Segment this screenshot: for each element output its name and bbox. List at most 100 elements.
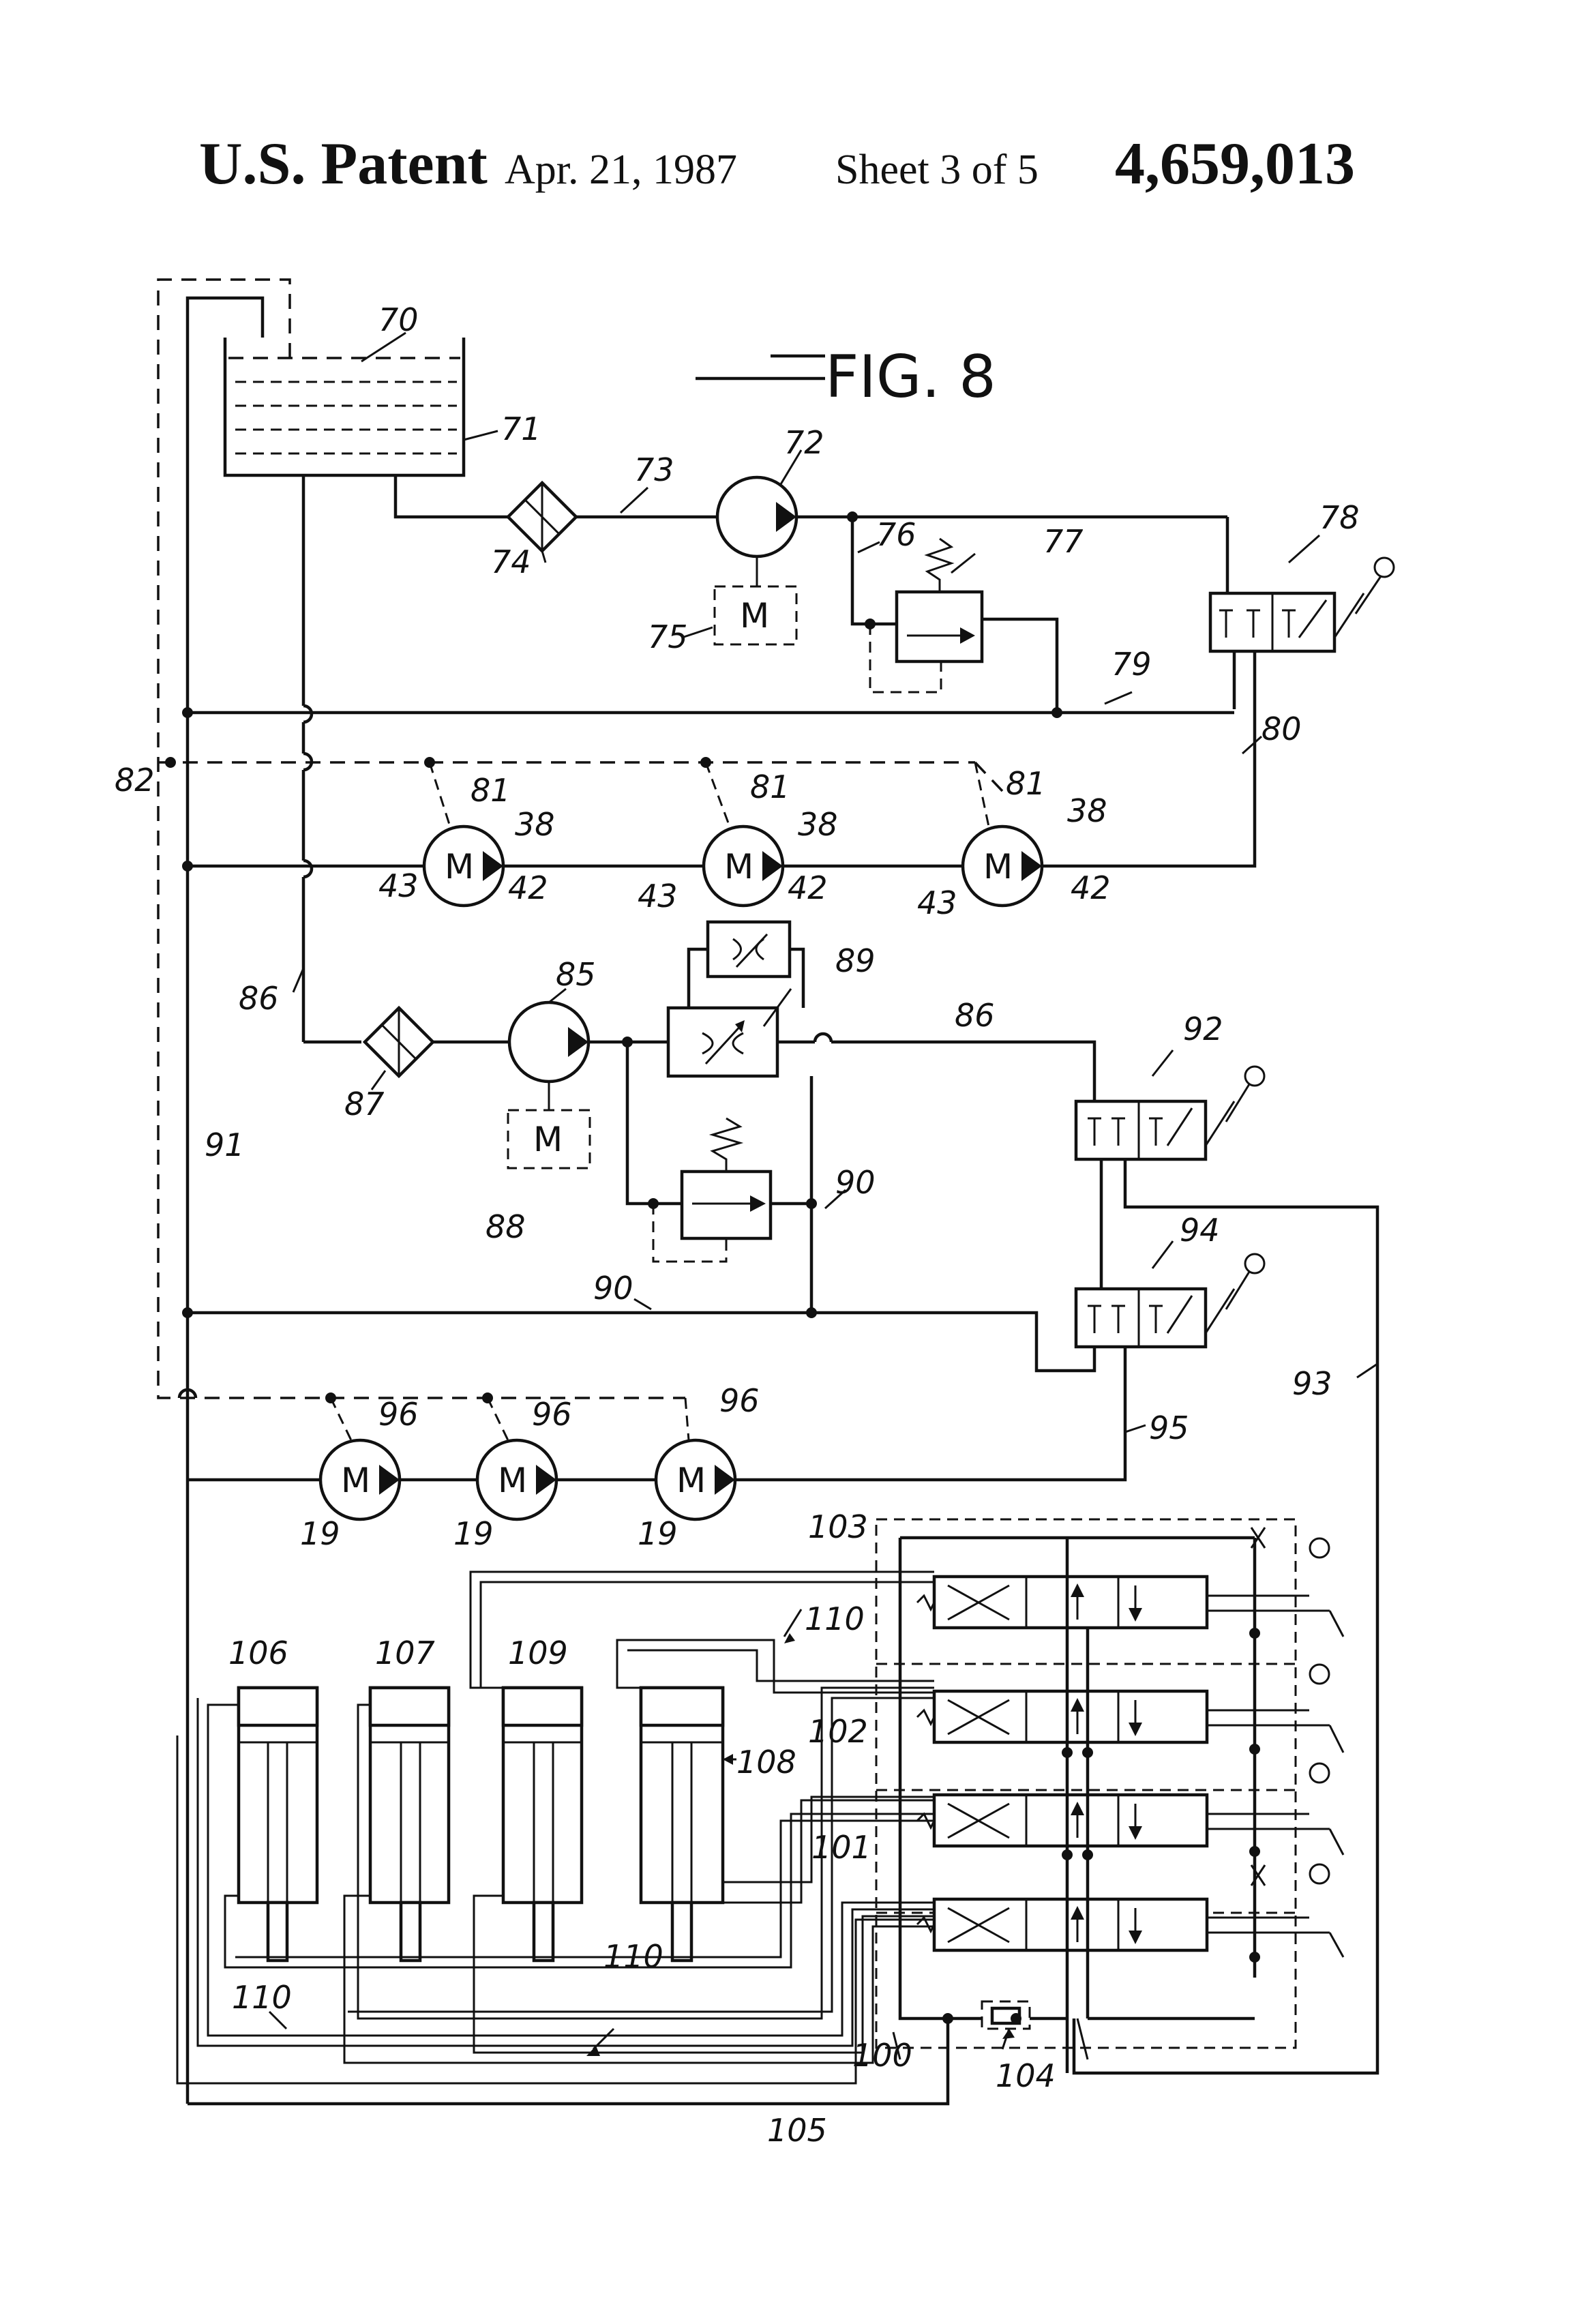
label-86b: 86 bbox=[955, 997, 995, 1034]
pump-85 bbox=[507, 1000, 591, 1084]
hydraulic-motor-19b: M bbox=[475, 1438, 558, 1521]
label-19b: 19 bbox=[453, 1515, 494, 1552]
label-110c: 110 bbox=[232, 1979, 292, 2016]
directional-valve-100 bbox=[916, 1863, 1345, 1958]
patent-number: 4,659,013 bbox=[1115, 131, 1355, 197]
electric-motor-85 bbox=[507, 1109, 591, 1170]
label-96c: 96 bbox=[719, 1382, 760, 1419]
label-104: 104 bbox=[996, 2057, 1056, 2094]
label-71: 71 bbox=[501, 411, 541, 447]
label-19a: 19 bbox=[300, 1515, 340, 1552]
pump-72 bbox=[715, 475, 799, 558]
patent-header-label: U.S. Patent bbox=[199, 131, 488, 197]
directional-valve-103 bbox=[916, 1537, 1345, 1637]
label-90a: 90 bbox=[835, 1164, 876, 1201]
label-88: 88 bbox=[486, 1208, 526, 1245]
relief-valve-77 bbox=[895, 590, 984, 664]
label-81c: 81 bbox=[1006, 765, 1046, 802]
label-108: 108 bbox=[736, 1744, 796, 1781]
label-43a: 43 bbox=[378, 867, 419, 904]
figure-title: FIG. 8 bbox=[696, 343, 996, 411]
relief-valve-88 bbox=[680, 1170, 773, 1240]
cylinder-108 bbox=[639, 1686, 725, 1963]
label-76: 76 bbox=[876, 516, 916, 553]
motor-38c-symbol: M bbox=[983, 847, 1013, 887]
label-43b: 43 bbox=[638, 878, 678, 914]
hydraulic-motor-19c: M bbox=[654, 1438, 737, 1521]
label-102: 102 bbox=[808, 1713, 868, 1750]
flow-control-89 bbox=[666, 920, 805, 1078]
label-110b: 110 bbox=[603, 1938, 663, 1975]
label-42b: 42 bbox=[788, 869, 828, 906]
label-94: 94 bbox=[1180, 1212, 1220, 1249]
label-82: 82 bbox=[115, 762, 155, 799]
label-80: 80 bbox=[1262, 711, 1302, 747]
label-74: 74 bbox=[491, 543, 531, 580]
label-103: 103 bbox=[808, 1508, 868, 1545]
label-81b: 81 bbox=[750, 769, 790, 805]
motor-19a-symbol: M bbox=[341, 1461, 370, 1500]
reservoir-70 bbox=[185, 296, 466, 713]
hydraulic-motor-38c: M bbox=[961, 824, 1044, 908]
cylinder-107 bbox=[368, 1686, 451, 1963]
label-106: 106 bbox=[228, 1635, 288, 1671]
label-91: 91 bbox=[205, 1127, 245, 1163]
label-42c: 42 bbox=[1071, 869, 1111, 906]
patent-date: Apr. 21, 1987 bbox=[505, 147, 737, 193]
cylinder-106 bbox=[237, 1686, 319, 1963]
hydraulic-motor-38a: M bbox=[422, 824, 505, 908]
label-93: 93 bbox=[1292, 1365, 1332, 1402]
label-70: 70 bbox=[378, 301, 419, 338]
label-73: 73 bbox=[634, 451, 674, 488]
label-75: 75 bbox=[648, 619, 688, 655]
label-90b: 90 bbox=[593, 1270, 633, 1307]
sheet-number: Sheet 3 of 5 bbox=[835, 147, 1039, 193]
figure-title-text: FIG. 8 bbox=[825, 343, 996, 411]
label-38a: 38 bbox=[515, 806, 555, 843]
label-109: 109 bbox=[508, 1635, 568, 1671]
label-107: 107 bbox=[375, 1635, 435, 1671]
label-105: 105 bbox=[767, 2112, 827, 2149]
label-96a: 96 bbox=[378, 1396, 419, 1433]
label-100: 100 bbox=[852, 2037, 912, 2074]
hydraulic-motor-19a: M bbox=[318, 1438, 402, 1521]
directional-valve-102 bbox=[916, 1663, 1345, 1753]
label-92: 92 bbox=[1183, 1011, 1223, 1047]
motor-85-symbol: M bbox=[533, 1120, 563, 1159]
motor-38b-symbol: M bbox=[724, 847, 753, 887]
label-79: 79 bbox=[1111, 646, 1152, 683]
filter-87 bbox=[362, 1005, 436, 1079]
control-valve-78 bbox=[1208, 556, 1395, 653]
label-19c: 19 bbox=[638, 1515, 678, 1552]
reference-numerals: 70 71 72 73 74 75 76 77 78 79 80 82 81 8… bbox=[115, 301, 1360, 2149]
label-81a: 81 bbox=[471, 772, 511, 809]
cylinder-109 bbox=[501, 1686, 584, 1963]
label-78: 78 bbox=[1319, 499, 1360, 536]
label-72: 72 bbox=[784, 424, 824, 461]
label-85: 85 bbox=[556, 956, 596, 993]
label-101: 101 bbox=[811, 1829, 871, 1866]
motor-19c-symbol: M bbox=[676, 1461, 706, 1500]
label-87: 87 bbox=[344, 1086, 385, 1122]
label-110a: 110 bbox=[805, 1600, 865, 1637]
control-valve-94 bbox=[1074, 1253, 1266, 1349]
hydraulic-motor-38b: M bbox=[702, 824, 785, 908]
motor-38a-symbol: M bbox=[445, 847, 474, 887]
label-86a: 86 bbox=[239, 980, 279, 1017]
electric-motor-75 bbox=[713, 585, 798, 646]
directional-valve-101 bbox=[916, 1762, 1345, 1856]
motor-75-symbol: M bbox=[740, 596, 769, 636]
label-42a: 42 bbox=[508, 869, 548, 906]
label-96b: 96 bbox=[532, 1396, 572, 1433]
control-valve-92 bbox=[1074, 1065, 1266, 1161]
label-43c: 43 bbox=[917, 884, 957, 921]
valve-bank-100 bbox=[875, 1518, 1297, 2049]
label-89: 89 bbox=[835, 942, 876, 979]
filter-74 bbox=[505, 480, 579, 554]
label-38c: 38 bbox=[1067, 792, 1107, 829]
motor-19b-symbol: M bbox=[498, 1461, 527, 1500]
label-95: 95 bbox=[1149, 1410, 1189, 1446]
label-77: 77 bbox=[1043, 523, 1084, 560]
